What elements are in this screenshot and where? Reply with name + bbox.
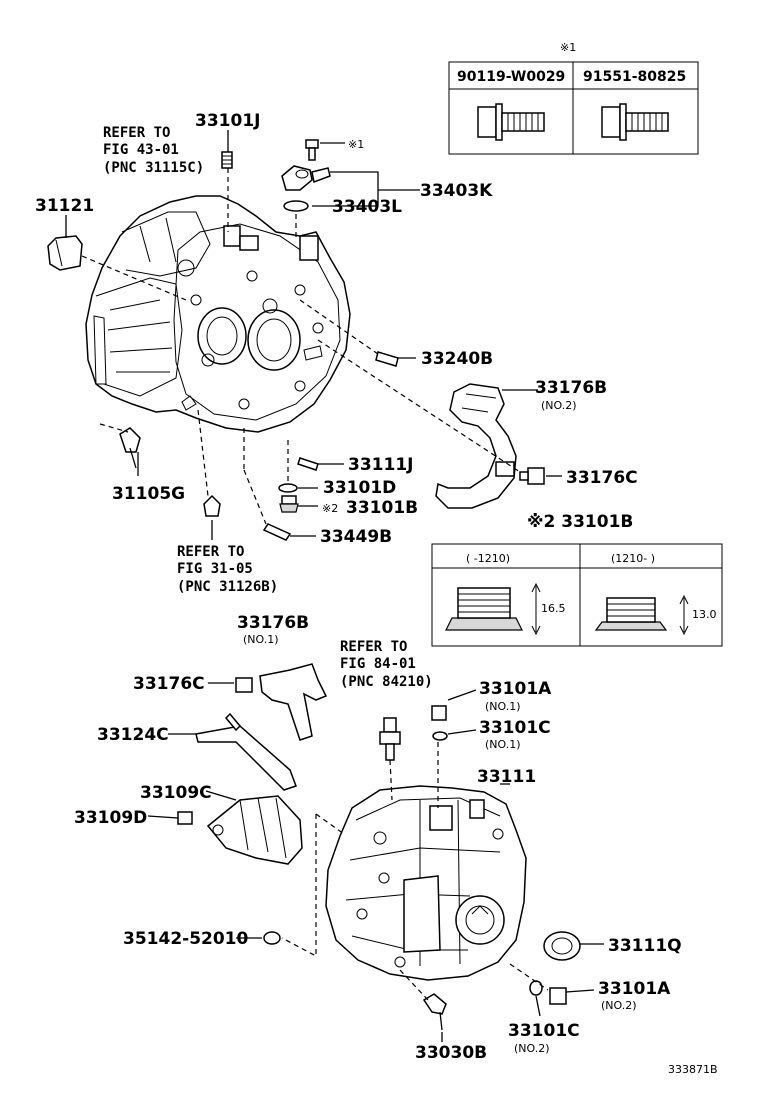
flange-bolt-icon <box>477 103 545 141</box>
hose-nipple-bolt <box>305 139 319 161</box>
protector-33124C <box>195 712 297 791</box>
ref2-line2: FIG 31-05 <box>177 561 253 577</box>
cover-bolt-33109D <box>177 811 193 825</box>
label-31121: 31121 <box>35 196 94 216</box>
label-33403L: 33403L <box>332 197 402 217</box>
breather-plug <box>221 151 233 169</box>
drain-plug-new-icon <box>594 594 689 636</box>
label-33101A-no1: 33101A <box>479 679 552 699</box>
label-33124C: 33124C <box>97 725 169 745</box>
oil-seal-33111Q <box>543 931 581 961</box>
label-33101J: 33101J <box>195 111 260 131</box>
label-33101C-no1: 33101C <box>479 718 551 738</box>
label-33176B-no1-sub: (NO.1) <box>243 633 279 646</box>
gasket-33101C-no1 <box>432 731 448 741</box>
plug-dimension-table: ※2 33101B ( -1210) (1210- ) 16.5 <box>431 512 723 647</box>
ref2-line3: (PNC 31126B) <box>177 579 278 595</box>
label-33111: 33111 <box>477 767 536 787</box>
fastener-col2-label: 91551-80825 <box>583 69 686 85</box>
bracket-bolt-mid <box>235 677 253 693</box>
diagram-id: 333871B <box>668 1063 718 1076</box>
plug-col2-header: (1210- ) <box>611 552 655 565</box>
label-35142-52010: 35142-52010 <box>123 929 249 949</box>
label-33111J: 33111J <box>348 455 413 475</box>
label-33101B: 33101B <box>346 498 418 518</box>
oil-filler-plug <box>203 494 221 517</box>
label-33101C-no2-sub: (NO.2) <box>514 1042 550 1055</box>
fastener-col1-label: 90119-W0029 <box>457 69 565 85</box>
drain-plug-33101A-no2 <box>549 987 567 1005</box>
ref1-line3: (PNC 31115C) <box>103 160 204 176</box>
label-mark-bolt: ※1 <box>348 138 364 151</box>
label-33109D: 33109D <box>74 808 147 828</box>
plug-col1-dimension: 16.5 <box>541 602 566 615</box>
reference-note-2: REFER TO FIG 31-05 (PNC 31126B) <box>177 544 278 595</box>
straight-pin-a <box>375 351 399 367</box>
label-33176C-mid: 33176C <box>133 674 205 694</box>
case-bolt-33030B <box>422 993 447 1031</box>
magnet-33449B <box>262 523 292 541</box>
plug-33101B <box>279 495 299 513</box>
oil-seal-block <box>47 235 83 271</box>
plug-col1-header: ( -1210) <box>466 552 510 565</box>
label-33101A-no1-sub: (NO.1) <box>485 700 521 713</box>
cover-33109C <box>206 795 303 865</box>
housing-bolt-31105G <box>119 427 141 469</box>
plug-35142 <box>263 931 281 945</box>
plug-table-title: ※2 33101B <box>527 512 633 532</box>
transaxle-housing <box>85 195 351 433</box>
o-ring <box>283 200 309 212</box>
drain-plug-33101A-no1 <box>431 705 447 721</box>
cable-bracket-no2 <box>435 383 517 509</box>
straight-pin-b <box>297 457 319 471</box>
speed-sensor <box>379 717 401 761</box>
drain-plug-old-icon <box>445 582 541 636</box>
label-33403K: 33403K <box>420 181 493 201</box>
label-33101B-mark: ※2 <box>322 502 338 515</box>
label-33101D: 33101D <box>323 478 396 498</box>
label-33111Q: 33111Q <box>608 936 682 956</box>
label-33101A-no2-sub: (NO.2) <box>601 999 637 1012</box>
reference-note-3: REFER TO FIG 84-01 (PNC 84210) <box>340 639 433 690</box>
label-33176C-top: 33176C <box>566 468 638 488</box>
label-33101C-no2: 33101C <box>508 1021 580 1041</box>
bracket-no1 <box>259 663 328 741</box>
gasket-33101D <box>278 483 298 493</box>
fastener-table-mark: ※1 <box>560 41 576 54</box>
label-33101C-no1-sub: (NO.1) <box>485 738 521 751</box>
breather-hose-fitting <box>281 165 331 191</box>
fastener-table: ※1 90119-W0029 91551-80825 <box>448 41 699 155</box>
label-33109C: 33109C <box>140 783 212 803</box>
label-33101A-no2: 33101A <box>598 979 671 999</box>
gasket-33101C-no2 <box>529 980 543 996</box>
flange-bolt-icon <box>601 103 669 141</box>
ref3-line3: (PNC 84210) <box>340 674 433 690</box>
ref1-line1: REFER TO <box>103 125 170 141</box>
ref1-line2: FIG 43-01 <box>103 142 179 158</box>
label-33176B-no2: 33176B <box>535 378 607 398</box>
ref3-line2: FIG 84-01 <box>340 656 416 672</box>
label-33030B: 33030B <box>415 1043 487 1063</box>
reference-note-1: REFER TO FIG 43-01 (PNC 31115C) <box>103 125 204 176</box>
ref3-line1: REFER TO <box>340 639 407 655</box>
transaxle-case <box>325 785 527 981</box>
label-33176B-no2-sub: (NO.2) <box>541 399 577 412</box>
plug-col2-dimension: 13.0 <box>692 608 717 621</box>
ref2-line1: REFER TO <box>177 544 244 560</box>
label-33449B: 33449B <box>320 527 392 547</box>
label-33176B-no1: 33176B <box>237 613 309 633</box>
label-33240B: 33240B <box>421 349 493 369</box>
bracket-bolt-top <box>519 467 545 485</box>
label-31105G: 31105G <box>112 484 185 504</box>
